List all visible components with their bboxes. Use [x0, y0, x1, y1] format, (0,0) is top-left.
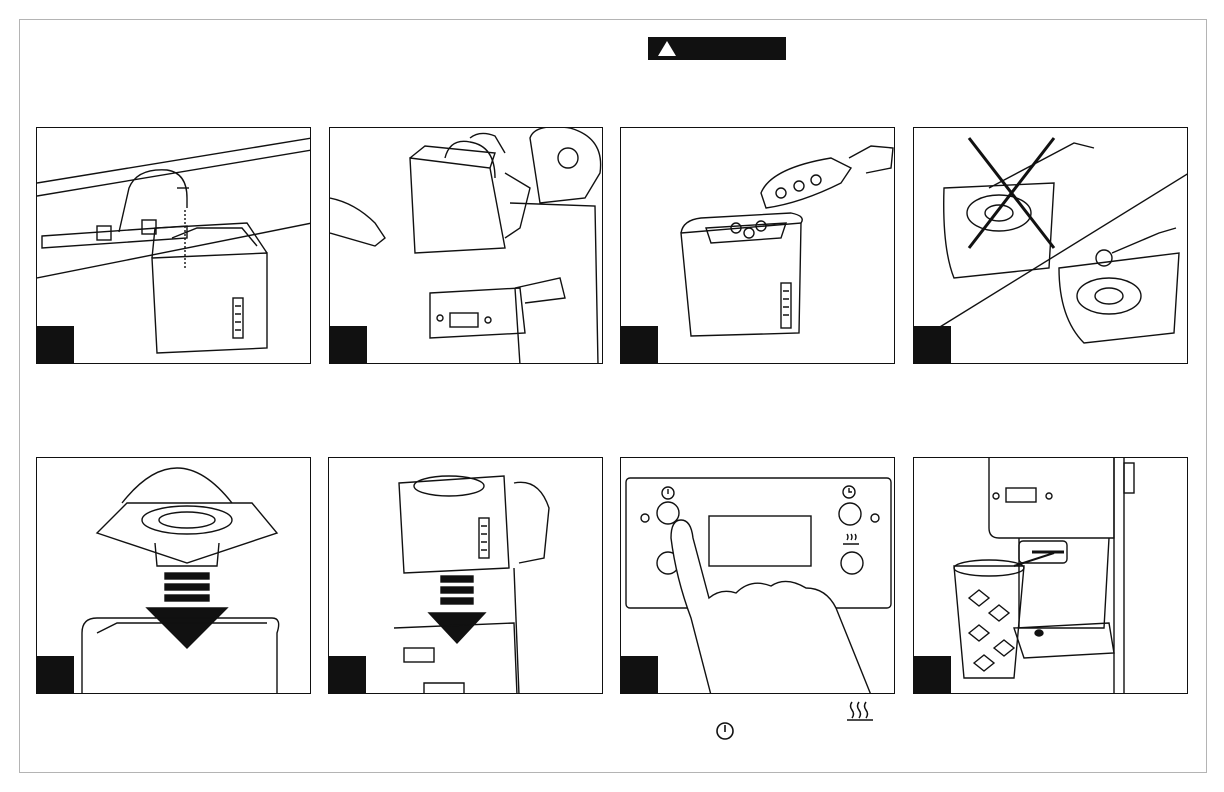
power-icon — [714, 720, 736, 742]
illustration-panel-5 — [36, 457, 311, 694]
step-number-tab-3 — [621, 326, 658, 363]
illustration-panel-2 — [329, 127, 603, 364]
warm-plate-icon — [845, 700, 875, 722]
step-number-tab-4 — [914, 326, 951, 363]
warning-banner — [648, 37, 786, 60]
step-number-tab-6 — [329, 656, 366, 693]
illustration-panel-7 — [620, 457, 895, 694]
step-number-tab-2 — [330, 326, 367, 363]
step-number-tab-1 — [37, 326, 74, 363]
step-number-tab-7 — [621, 656, 658, 693]
illustration-panel-8 — [913, 457, 1188, 694]
step-number-tab-8 — [914, 656, 951, 693]
step-number-tab-5 — [37, 656, 74, 693]
illustration-panel-4 — [913, 127, 1188, 364]
illustration-panel-6 — [328, 457, 603, 694]
warning-triangle-icon — [658, 41, 676, 56]
illustration-panel-1 — [36, 127, 311, 364]
illustration-panel-3 — [620, 127, 895, 364]
